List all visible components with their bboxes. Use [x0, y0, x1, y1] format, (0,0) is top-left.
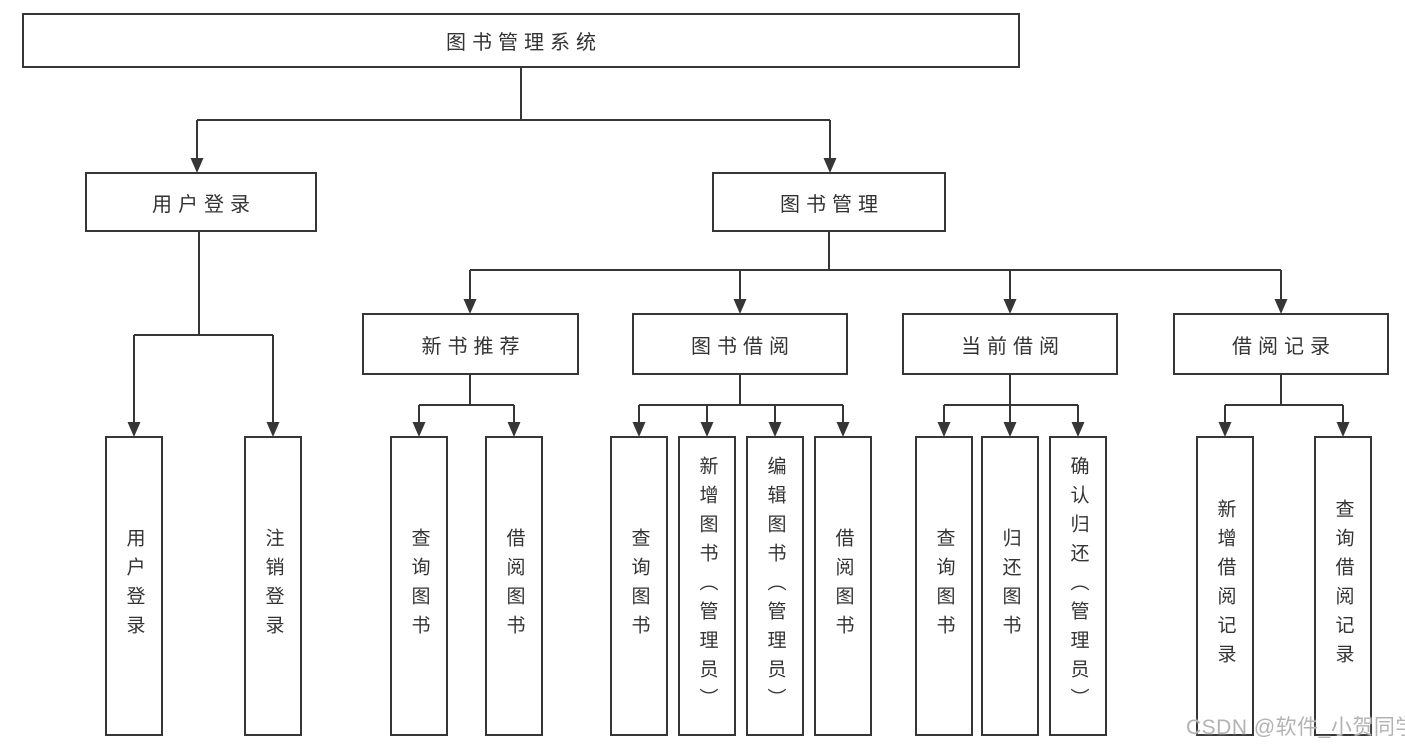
watermark: CSDN @软件_小贺同学 [1186, 716, 1405, 739]
node-borrowing-records: 借阅记录 [1173, 313, 1389, 375]
leaf-query-books-current: 查询图书 [915, 436, 973, 736]
leaf-edit-books-admin: 编辑图书（管理员） [746, 436, 804, 736]
node-user-login: 用户登录 [85, 172, 317, 232]
leaf-user-login: 用户登录 [105, 436, 163, 736]
leaf-borrow-books: 借阅图书 [814, 436, 872, 736]
leaf-query-books-recommend: 查询图书 [390, 436, 448, 736]
leaf-confirm-return-admin: 确认归还（管理员） [1049, 436, 1107, 736]
leaf-return-books: 归还图书 [981, 436, 1039, 736]
node-library-management-system: 图书管理系统 [22, 13, 1020, 68]
node-book-management: 图书管理 [712, 172, 946, 232]
leaf-add-books-admin: 新增图书（管理员） [678, 436, 736, 736]
node-new-book-recommendation: 新书推荐 [362, 313, 579, 375]
leaf-add-borrow-record: 新增借阅记录 [1196, 436, 1254, 736]
leaf-logout: 注销登录 [244, 436, 302, 736]
node-book-borrowing: 图书借阅 [632, 313, 848, 375]
node-current-borrowing: 当前借阅 [902, 313, 1118, 375]
leaf-borrow-books-recommend: 借阅图书 [485, 436, 543, 736]
leaf-query-books-borrowing: 查询图书 [610, 436, 668, 736]
leaf-query-borrow-record: 查询借阅记录 [1314, 436, 1372, 736]
